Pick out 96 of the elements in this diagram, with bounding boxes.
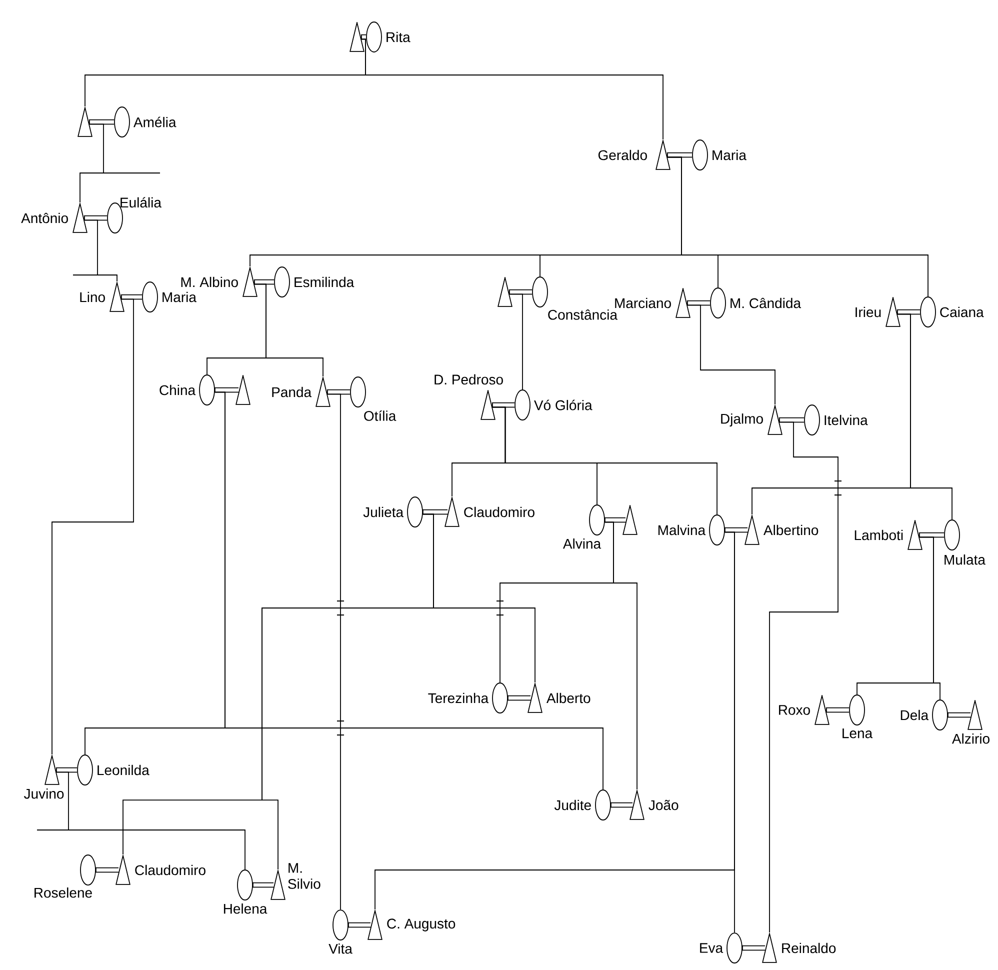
marriage-line	[89, 119, 114, 125]
name-label: Dela	[900, 710, 929, 720]
triangle-symbol	[350, 22, 364, 52]
name-label: Roxo	[779, 705, 810, 715]
marriage-line	[742, 945, 766, 951]
descent-line	[72, 220, 118, 282]
descent-line	[492, 406, 718, 515]
name-label: Helena	[224, 903, 268, 914]
name-label: Juvino	[24, 788, 64, 799]
name-label: China	[160, 384, 196, 396]
name-label: Vita	[328, 943, 352, 954]
descent-line	[254, 284, 324, 377]
marriage-line	[254, 279, 274, 285]
marriage-line	[56, 767, 78, 773]
name-label: Leonilda	[98, 764, 150, 776]
marriage-line	[948, 712, 971, 718]
triangle-symbol	[236, 375, 250, 405]
name-label: Reinaldo	[782, 942, 836, 954]
marriage-line	[252, 882, 274, 888]
marriage-line	[667, 152, 692, 158]
name-label: Lamboti	[854, 530, 903, 540]
descent-line	[687, 304, 776, 405]
name-label: Marciano	[615, 298, 671, 308]
descent-line	[80, 124, 160, 203]
name-label: Alzirio	[952, 733, 990, 744]
name-label: Judite	[554, 800, 591, 810]
name-label: Lino	[80, 292, 105, 302]
name-label: Itelvina	[824, 414, 868, 426]
name-label: Djalmo	[721, 413, 763, 427]
triangle-symbol	[78, 107, 92, 137]
name-label: Lena	[842, 728, 873, 738]
name-label: Vó Glória	[534, 400, 592, 410]
name-label: Albertino	[764, 524, 818, 536]
name-label: Constância	[548, 309, 618, 320]
name-label: M. Cândida	[730, 298, 802, 308]
marriage-line	[919, 532, 944, 538]
name-label: Geraldo	[598, 150, 647, 160]
name-label: Amélia	[133, 116, 176, 128]
marriage-line	[509, 289, 532, 295]
name-label: Julieta	[363, 506, 404, 518]
descent-line	[214, 392, 604, 790]
marriage-line	[508, 695, 531, 701]
name-label: C. Augusto	[387, 918, 456, 932]
name-label: Maria	[712, 150, 746, 160]
triangle-symbol	[498, 277, 512, 307]
descent-line	[604, 522, 638, 790]
marriage-line	[214, 387, 239, 393]
marriage-line	[610, 802, 633, 808]
name-label: Alvina	[562, 538, 602, 549]
name-label: Eva	[700, 943, 724, 953]
marriage-line	[348, 922, 371, 928]
marriage-line	[84, 215, 108, 221]
descent-line	[361, 38, 664, 140]
name-label: Claudomiro	[135, 864, 206, 876]
descent-line	[327, 394, 344, 910]
name-label: Otília	[364, 410, 396, 421]
triangle-symbol	[622, 505, 638, 535]
name-label: Alberto	[546, 692, 590, 704]
name-label: Malvina	[658, 524, 706, 536]
marriage-line	[826, 707, 850, 713]
name-label: Roselene	[34, 887, 92, 898]
marriage-line	[604, 517, 626, 523]
name-label: Antônio	[21, 212, 68, 224]
name-label: Irieu	[856, 306, 881, 318]
descent-line	[52, 298, 134, 755]
name-label: Eulália	[120, 197, 162, 208]
name-label: Claudomiro	[464, 506, 534, 518]
marriage-line	[687, 300, 710, 306]
marriage-line	[361, 34, 366, 40]
name-label: Caiana	[940, 306, 984, 318]
descent-line	[422, 514, 536, 683]
name-label: Rita	[386, 32, 410, 42]
marriage-line	[724, 527, 748, 533]
marriage-line	[121, 294, 142, 300]
marriage-line	[779, 417, 804, 423]
marriage-line	[422, 509, 448, 515]
marriage-line	[492, 402, 515, 408]
name-label: D. Pedroso	[434, 374, 503, 385]
name-label: Mulata	[944, 554, 986, 565]
descent-line	[36, 772, 246, 870]
marriage-line	[96, 867, 119, 873]
name-label: M. Silvio	[288, 863, 320, 889]
descent-line	[919, 536, 940, 700]
name-label: Terezinha	[428, 692, 489, 704]
name-label: Panda	[272, 386, 312, 398]
name-label: João	[648, 800, 678, 810]
marriage-line	[327, 389, 350, 395]
name-label: Maria	[162, 292, 196, 302]
descent-line	[724, 532, 735, 933]
descent-line	[509, 294, 523, 390]
descent-line	[667, 156, 928, 297]
marriage-line	[897, 309, 920, 315]
descent-line	[769, 422, 842, 933]
descent-line	[897, 314, 952, 520]
name-label: M. Albino	[181, 276, 238, 288]
name-label: Esmilinda	[294, 276, 354, 288]
